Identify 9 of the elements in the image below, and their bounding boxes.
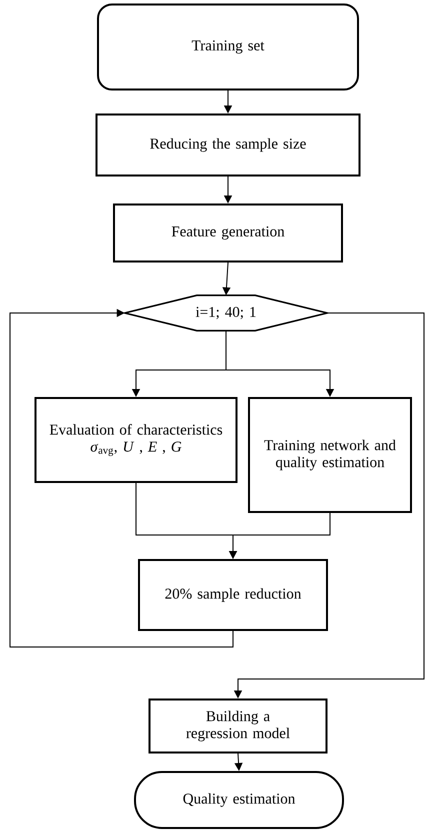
process-box: Feature generation <box>113 204 343 262</box>
process-box: Reducing the sample size <box>96 114 360 176</box>
process-box: Evaluation of characteristics σ$_{avg}$, U , E , G <box>34 397 238 483</box>
process-box: 20% sample reduction <box>138 559 328 631</box>
terminal-box: Training set <box>97 4 359 90</box>
arrow <box>10 308 234 648</box>
process-box: Training network and quality estimation <box>248 397 412 513</box>
terminal-box: Quality estimation <box>134 771 344 829</box>
process-box: Building a regression model <box>148 698 328 754</box>
